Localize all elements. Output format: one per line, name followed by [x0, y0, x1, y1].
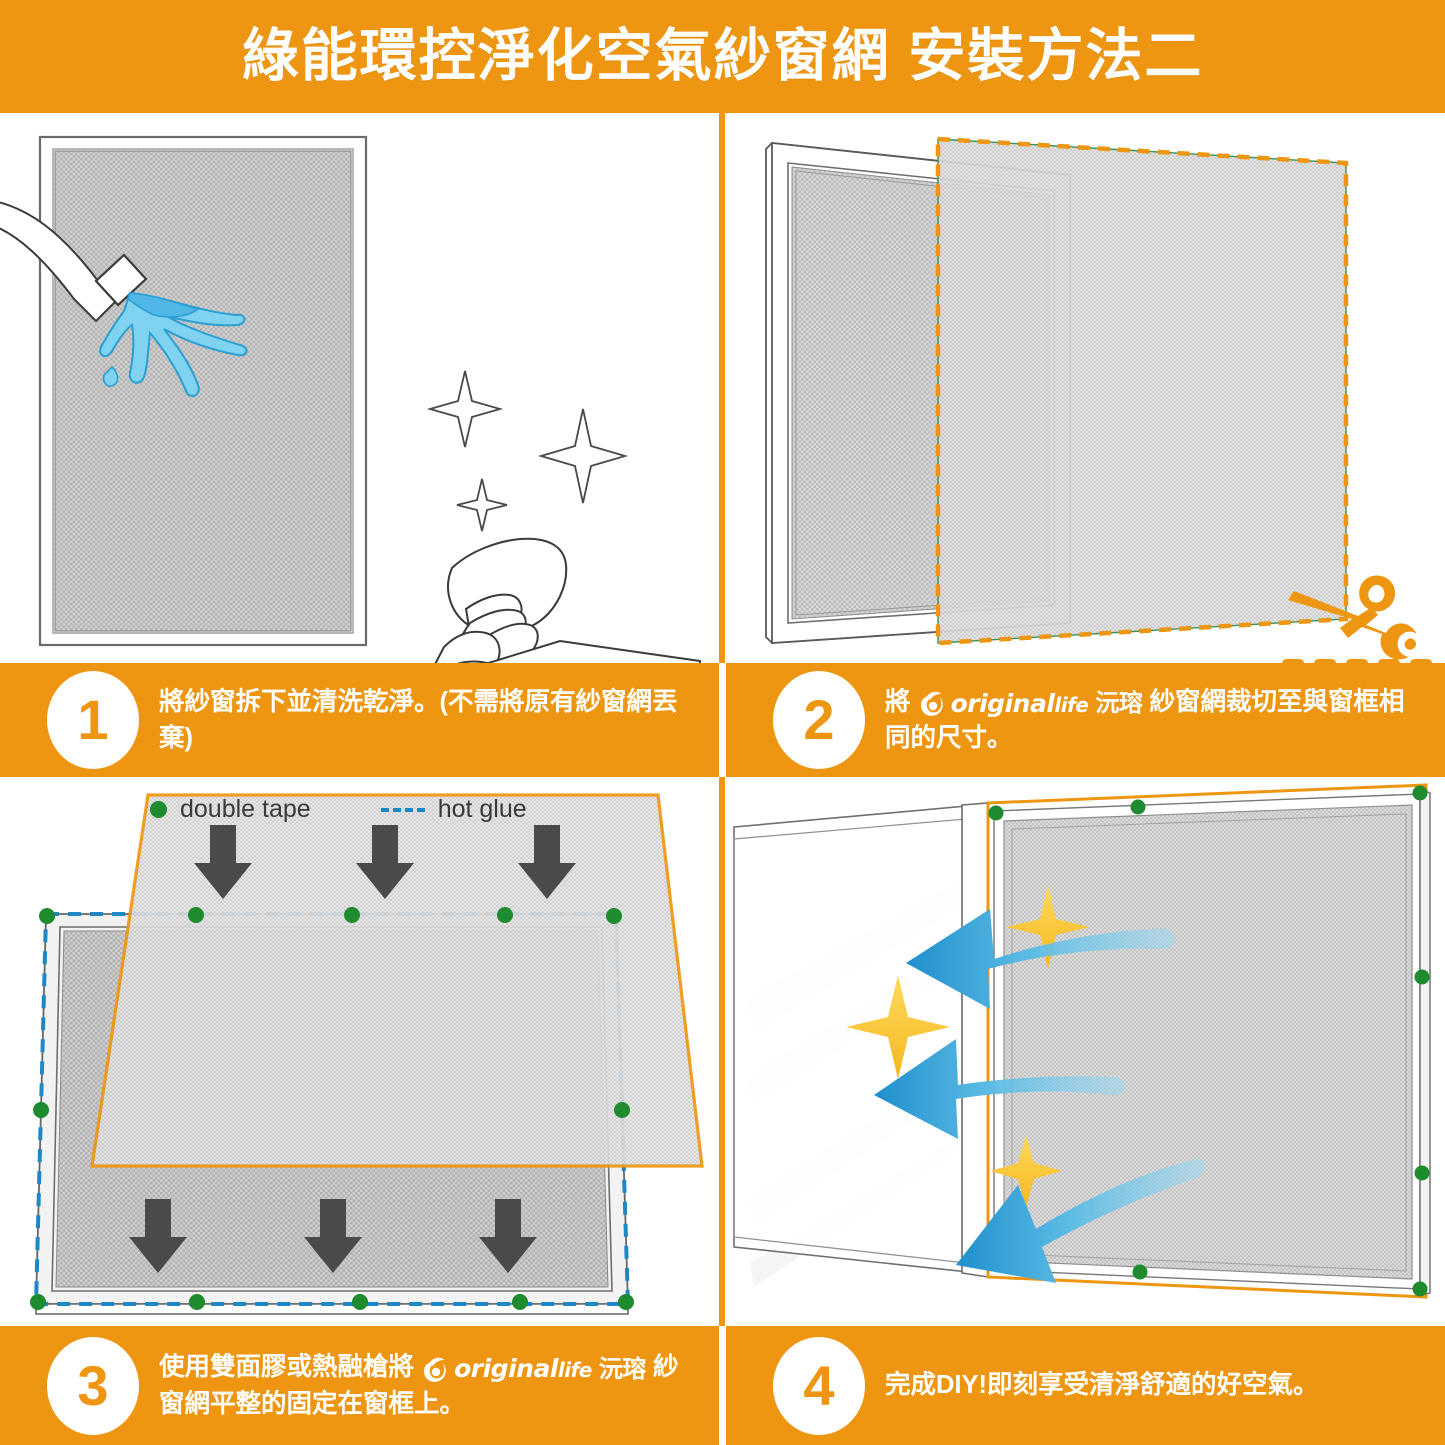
- legend-label-hot-glue: hot glue: [437, 795, 527, 823]
- brand-chinese-name: 沅瑢: [598, 1354, 647, 1383]
- double-tape-dot: [30, 907, 634, 1310]
- screen-mesh: [54, 150, 352, 632]
- step-number-1: 1: [77, 688, 109, 751]
- band-gap-top: [719, 663, 726, 777]
- panel-divider-vertical-bottom: [719, 777, 725, 1326]
- airflow-illustration: [733, 783, 1431, 1299]
- panel-step-1-illustration: [0, 113, 719, 663]
- step-text-1: 將紗窗拆下並清洗乾淨。(不需將原有紗窗網丟棄): [159, 687, 678, 752]
- page-title: 綠能環控淨化空氣紗窗網 安裝方法二: [241, 24, 1204, 88]
- originallife-brand-logo: originallife 沅瑢: [421, 1354, 646, 1384]
- step-number-badge-3: 3: [47, 1336, 139, 1435]
- step-text-2: 將 originallife 沅瑢 紗窗網裁切至與窗框相同的尺寸。: [885, 684, 1425, 756]
- washing-illustration: [0, 135, 701, 663]
- hand-with-cloth-icon: [434, 537, 701, 663]
- originallife-fruit-leaf-mark: [421, 1354, 451, 1384]
- band-gap-bottom: [719, 1326, 726, 1445]
- cut-to-size-illustration: [765, 136, 1432, 663]
- legend-label-double-tape: double tape: [180, 795, 311, 823]
- step-band-1: 1 將紗窗拆下並清洗乾淨。(不需將原有紗窗網丟棄): [0, 663, 719, 777]
- screen-inner-frame: [52, 148, 354, 634]
- brand-wordmark: originallife: [454, 1354, 592, 1384]
- window-leaf-open: [733, 802, 989, 1278]
- step-band-4: 4 完成DIY!即刻享受清淨舒適的好空氣。: [726, 1326, 1445, 1445]
- scissors-cut-icon: [1282, 575, 1432, 663]
- step-number-3: 3: [77, 1353, 109, 1417]
- legend-item-double-tape: double tape: [150, 795, 311, 824]
- step-text-3-after: 紗窗網平整的固定在窗框上。: [159, 1353, 679, 1418]
- step-band-2: 2 將 originallife 沅瑢 紗窗網裁切至與窗框相同的尺寸。: [726, 663, 1445, 777]
- step-text-3: 使用雙面膠或熱融槍將 originallife 沅瑢 紗窗網平整的固定在窗框上。: [159, 1349, 699, 1421]
- step-number-2: 2: [803, 688, 835, 751]
- sparkle-icon: [426, 370, 629, 532]
- header-band: 綠能環控淨化空氣紗窗網 安裝方法二: [0, 0, 1445, 113]
- double-tape-dot-icon: [150, 801, 167, 818]
- panel-step-2-illustration: [726, 113, 1445, 663]
- cut-outline-dashed: [935, 136, 1349, 646]
- brand-wordmark: originallife: [950, 688, 1089, 718]
- airflow-arrow-icon: [874, 909, 1206, 1283]
- water-spray-icon: [0, 201, 248, 398]
- originallife-brand-logo: originallife 沅瑢: [918, 688, 1143, 718]
- step-number-4: 4: [803, 1353, 835, 1417]
- step-number-badge-2: 2: [773, 671, 865, 769]
- installed-screen-panel: [986, 783, 1431, 1299]
- legend-item-hot-glue: hot glue: [380, 795, 527, 824]
- panel-divider-vertical-top: [719, 113, 725, 663]
- panel-step-3-illustration: [0, 777, 719, 1326]
- attach-illustration: [30, 793, 704, 1315]
- step-text-4: 完成DIY!即刻享受清淨舒適的好空氣。: [885, 1371, 1319, 1400]
- step-text-3-before: 使用雙面膠或熱融槍將: [159, 1353, 415, 1382]
- step-band-3: 3 使用雙面膠或熱融槍將 originallife 沅瑢 紗窗網平整的固定在窗框…: [0, 1326, 719, 1445]
- sparkle-icon: [846, 885, 1090, 1207]
- originallife-fruit-leaf-mark: [918, 688, 948, 718]
- step-text-2-after: 紗窗網裁切至與窗框相同的尺寸。: [885, 687, 1405, 752]
- arrow-down-icon: [194, 825, 576, 899]
- step-number-badge-4: 4: [773, 1336, 865, 1435]
- hot-glue-dash-icon: [380, 807, 425, 812]
- mesh-sheet-overlay: [935, 136, 1349, 646]
- cut-line-dashes: [1282, 659, 1432, 663]
- step-text-2-before: 將: [885, 687, 911, 716]
- double-tape-dot: [988, 785, 1430, 1297]
- panel-step-4-illustration: [726, 777, 1445, 1326]
- step-number-badge-1: 1: [47, 671, 139, 769]
- brand-chinese-name: 沅瑢: [1095, 689, 1143, 718]
- arrow-down-icon: [129, 1199, 537, 1273]
- legend: double tape hot glue: [150, 795, 527, 824]
